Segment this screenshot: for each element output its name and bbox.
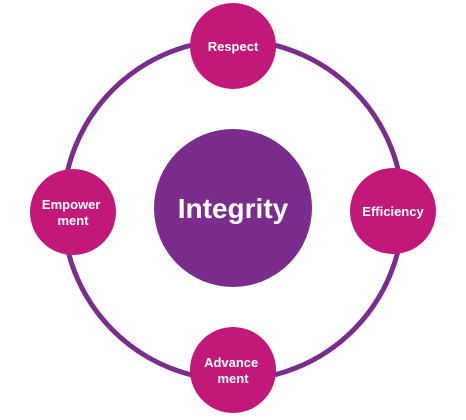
node-label: Respect xyxy=(208,39,259,54)
node-advancement: Advance ment xyxy=(190,327,276,413)
center-circle xyxy=(154,129,312,287)
node-respect: Respect xyxy=(190,3,276,89)
node-circle xyxy=(190,327,276,413)
node-label: Advance ment xyxy=(204,355,262,386)
node-empowerment: Empower ment xyxy=(30,169,116,255)
node-circle xyxy=(350,168,436,254)
node-label: Empower ment xyxy=(42,197,104,228)
node-circle xyxy=(30,169,116,255)
node-efficiency: Efficiency xyxy=(350,168,436,254)
node-circle xyxy=(190,3,276,89)
center-label: Integrity xyxy=(178,193,289,224)
node-label: Efficiency xyxy=(362,204,424,219)
